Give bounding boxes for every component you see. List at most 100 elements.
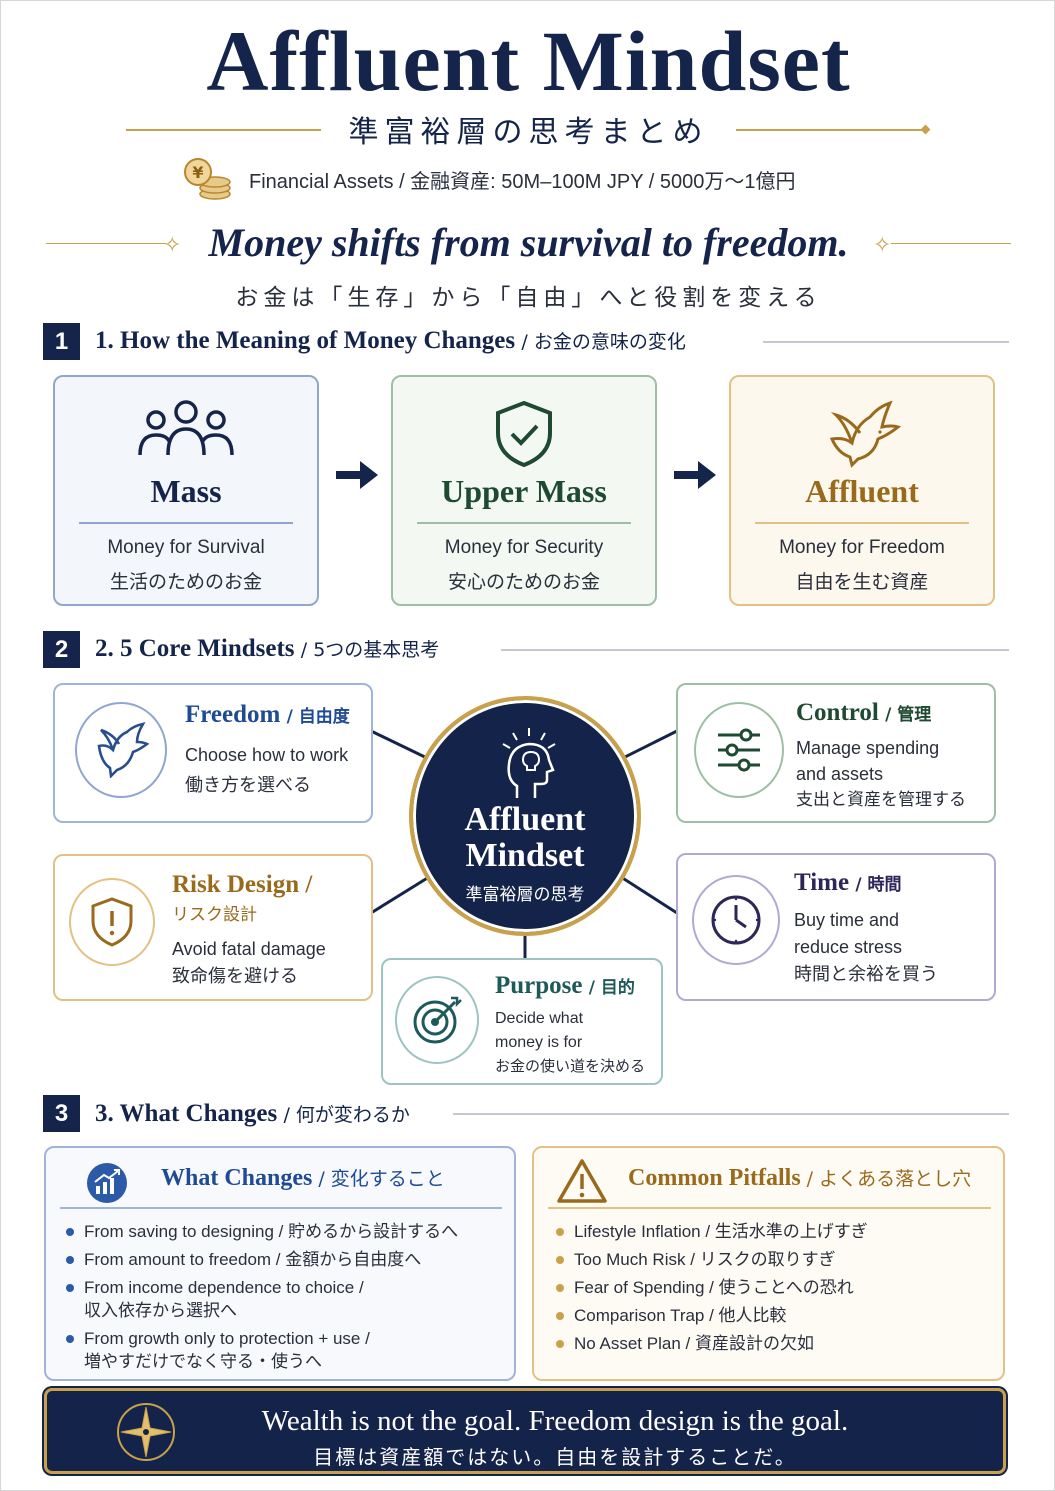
banner-line-2: 目標は資産額ではない。自由を設計することだ。 [313,1447,797,1469]
assets-line: ¥ Financial Assets / 金融資産: 50M–100M JPY … [181,158,796,200]
section-2-rule [501,649,1009,651]
center-subtitle: 準富裕層の思考 [465,885,585,904]
list-item: Lifestyle Inflation / 生活水準の上げすぎ [554,1220,994,1243]
mindset-title-en: Purpose [495,972,583,999]
people-icon [55,399,317,469]
tagline-rule-left [46,243,166,244]
mindset-title-en: Risk Design / [172,871,313,898]
mindset-text-line: Buy time and [794,910,900,930]
mindset-title: Control / 管理 [796,699,931,727]
list-item: Fear of Spending / 使うことへの恐れ [554,1276,994,1299]
list-item: From amount to freedom / 金額から自由度へ [64,1248,504,1271]
sliders-icon [694,702,784,798]
target-icon [395,976,479,1064]
mindset-title-jp: / 管理 [885,705,932,725]
mindset-text: Choose how to work 働き方を選べる [185,742,348,799]
what-changes-list: From saving to designing / 貯めるから設計するへ Fr… [64,1220,504,1378]
list-item: From growth only to protection + use /増や… [64,1327,504,1373]
mindset-text-line: お金の使い道を決める [495,1058,646,1075]
head-lightbulb-icon [502,728,556,798]
mindset-card-time: Time / 時間 Buy time and reduce stress 時間と… [676,853,996,1001]
box-title-en: What Changes [161,1165,313,1191]
section-1-title: 1. How the Meaning of Money Changes / お金… [95,327,686,355]
tagline-jp: お金は「生存」から「自由」へと役割を変える [235,284,822,310]
list-item: From saving to designing / 貯めるから設計するへ [64,1220,504,1243]
list-item: From income dependence to choice /収入依存から… [64,1276,504,1322]
section-2-title-en: 2. 5 Core Mindsets [95,635,295,662]
list-item-text: From saving to designing / 貯めるから設計するへ [84,1222,459,1241]
list-item: No Asset Plan / 資産設計の欠如 [554,1332,994,1355]
mindset-title: Purpose / 目的 [495,972,635,1000]
list-item-text: Fear of Spending / 使うことへの恐れ [574,1278,854,1297]
section-3-rule [453,1113,1009,1115]
page-title: Affluent Mindset [206,13,851,109]
mindset-card-risk-design: Risk Design / リスク設計 Avoid fatal damage 致… [53,854,373,1001]
box-title-en: Common Pitfalls [628,1165,801,1191]
mindset-title-jp: / 自由度 [286,707,350,727]
list-item-text: From growth only to protection + use / [84,1329,370,1348]
common-pitfalls-title: Common Pitfalls / よくある落とし穴 [628,1164,971,1192]
shield-check-icon [393,399,655,469]
affluent-mindset-center: Affluent Mindset 準富裕層の思考 [409,696,641,936]
mindset-title: Time / 時間 [794,869,901,897]
tier-desc-jp: 安心のためのお金 [447,572,600,593]
mindset-text-line: 支出と資産を管理する [796,790,966,809]
shield-alert-icon [69,878,155,966]
what-changes-box: What Changes / 変化すること From saving to des… [44,1146,516,1381]
tier-rule [755,522,969,524]
section-3-number: 3 [43,1095,80,1132]
common-pitfalls-box: Common Pitfalls / よくある落とし穴 Lifestyle Inf… [532,1146,1005,1381]
section-3-title-jp: / 何が変わるか [283,1104,410,1126]
tier-name: Upper Mass [441,473,607,509]
section-3-title: 3. What Changes / 何が変わるか [95,1100,410,1128]
tier-card-upper-mass: Upper Mass Money for Security 安心のためのお金 [391,375,657,606]
mindset-text: Decide what money is for お金の使い道を決める [495,1007,645,1079]
arrow-right-icon [336,461,378,489]
svg-text:¥: ¥ [192,163,203,182]
mindset-text: Buy time and reduce stress 時間と余裕を買う [794,907,938,988]
tier-desc-jp: 生活のためのお金 [109,572,262,593]
list-item-text: From income dependence to choice / [84,1278,364,1297]
section-2-title: 2. 5 Core Mindsets / 5つの基本思考 [95,635,439,663]
warning-icon [557,1159,607,1203]
mindset-title: Risk Design / リスク設計 [172,870,312,930]
mindset-text: Avoid fatal damage 致命傷を避ける [172,936,326,990]
mindset-card-control: Control / 管理 Manage spending and assets … [676,683,996,823]
section-3-title-en: 3. What Changes [95,1100,278,1127]
section-2-number: 2 [43,631,80,668]
mindset-text-line: reduce stress [794,937,903,957]
mindset-title-jp: / 目的 [588,978,635,998]
mindset-title: Freedom / 自由度 [185,701,350,729]
section-1-number: 1 [43,323,80,360]
sparkle-left-icon: ✧ [163,232,182,257]
tagline-rule-right [891,243,1011,244]
tier-name: Mass [150,473,222,509]
list-item-text: Comparison Trap / 他人比較 [574,1306,787,1325]
tier-desc-jp: 自由を生む資産 [795,572,929,593]
box-title-jp: / よくある落とし穴 [806,1168,972,1190]
mindset-text-line: Choose how to work [185,745,349,765]
compass-star-icon [117,1403,175,1461]
list-item: Too Much Risk / リスクの取りすぎ [554,1248,994,1271]
mindset-title-en: Freedom [185,701,281,728]
dove-icon [731,399,993,469]
mindset-text-line: Decide what [495,1010,584,1027]
tier-card-affluent: Affluent Money for Freedom 自由を生む資産 [729,375,995,606]
list-item-text: Lifestyle Inflation / 生活水準の上げすぎ [574,1222,868,1241]
mindset-card-purpose: Purpose / 目的 Decide what money is for お金… [381,958,663,1085]
mindset-text-line: 致命傷を避ける [172,966,298,986]
mindset-text-line: Avoid fatal damage [172,939,326,959]
box-title-jp: / 変化すること [318,1168,445,1190]
tier-name: Affluent [805,473,919,509]
box-rule [60,1207,502,1209]
what-changes-title: What Changes / 変化すること [161,1164,445,1192]
banner-line-1: Wealth is not the goal. Freedom design i… [261,1405,849,1437]
section-1-title-en: 1. How the Meaning of Money Changes [95,327,516,354]
tagline: Money shifts from survival to freedom. [208,220,849,265]
mindset-text: Manage spending and assets 支出と資産を管理する [796,735,966,813]
list-item-text: No Asset Plan / 資産設計の欠如 [574,1334,814,1353]
mindset-title-en: Time [794,869,850,896]
yen-coins-icon: ¥ [184,158,231,200]
section-2-title-jp: / 5つの基本思考 [300,639,440,661]
